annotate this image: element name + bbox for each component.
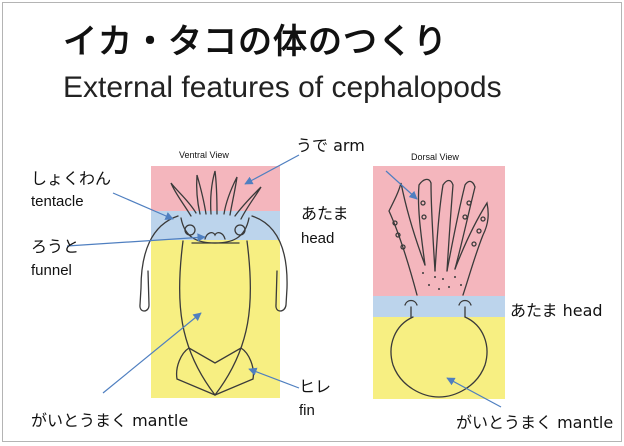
octopus-mantle-region (373, 317, 505, 399)
arm-label: うで arm (296, 138, 365, 154)
squid-head-region (151, 211, 280, 240)
octopus-mantle-label: がいとうまく mantle (456, 415, 613, 431)
octopus-view-caption: Dorsal View (411, 153, 459, 162)
squid-mantle-label: がいとうまく mantle (31, 413, 188, 429)
head-label-jp: あたま (301, 206, 349, 222)
squid-mantle-region (151, 240, 280, 398)
tentacle-label-en: tentacle (31, 194, 84, 209)
head-label-en: head (301, 231, 334, 246)
funnel-label-jp: ろうと (31, 239, 79, 255)
tentacle-label-jp: しょくわん (31, 171, 111, 187)
fin-label-jp: ヒレ (299, 379, 331, 395)
fin-label-en: fin (299, 403, 315, 418)
funnel-label-en: funnel (31, 263, 72, 278)
octopus-head-region (373, 296, 505, 317)
squid-view-caption: Ventral View (179, 151, 229, 160)
octopus-head-label: あたま head (510, 303, 603, 319)
